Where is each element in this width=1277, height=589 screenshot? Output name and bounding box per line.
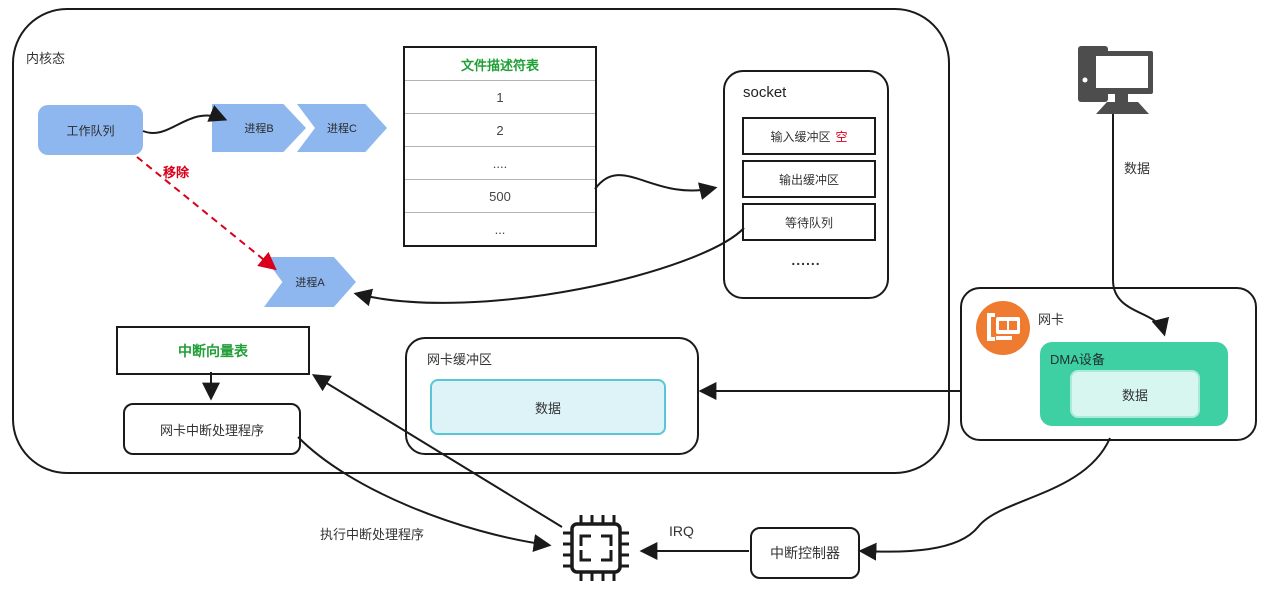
socket-input-buffer: 输入缓冲区 空 xyxy=(742,117,876,155)
nic-interrupt-handler-node: 网卡中断处理程序 xyxy=(123,403,301,455)
fd-table-row: ... xyxy=(405,212,595,245)
computer-data-label: 数据 xyxy=(1124,161,1151,176)
remove-label: 移除 xyxy=(163,165,190,180)
dma-device-label: DMA设备 xyxy=(1050,352,1105,367)
irq-label: IRQ xyxy=(669,523,694,539)
kernel-mode-label: 内核态 xyxy=(26,51,66,66)
cpu-chip-icon xyxy=(563,515,629,581)
execute-handler-label: 执行中断处理程序 xyxy=(320,527,425,542)
fd-table-title: 文件描述符表 xyxy=(460,57,539,73)
socket-output-buffer: 输出缓冲区 xyxy=(742,160,876,198)
socket-title: socket xyxy=(743,84,787,101)
interrupt-controller-node: 中断控制器 xyxy=(750,527,860,579)
nic-buffer-container: 网卡缓冲区 数据 xyxy=(405,337,699,455)
socket-wait-queue: 等待队列 xyxy=(742,203,876,241)
fd-table-row: 1 xyxy=(405,80,595,113)
file-descriptor-table: 文件描述符表 1 2 .... 500 ... xyxy=(403,46,597,247)
work-queue-node: 工作队列 xyxy=(38,105,143,155)
nic-title: 网卡 xyxy=(1038,312,1065,327)
fd-table-row: 2 xyxy=(405,113,595,146)
computer-icon xyxy=(1078,46,1153,114)
interrupt-vector-table-node: 中断向量表 xyxy=(116,326,310,375)
process-b-node: 进程B xyxy=(212,104,306,152)
fd-table-row: 500 xyxy=(405,179,595,212)
socket-container: socket 输入缓冲区 空 输出缓冲区 等待队列 ...... xyxy=(723,70,889,299)
socket-ellipsis: ...... xyxy=(791,252,821,268)
nic-container: 网卡 DMA设备 数据 xyxy=(960,287,1257,441)
fd-table-row: .... xyxy=(405,146,595,179)
dma-data-node: 数据 xyxy=(1070,370,1200,418)
input-buffer-status: 空 xyxy=(835,129,848,144)
nic-buffer-title: 网卡缓冲区 xyxy=(427,352,493,367)
nic-buffer-data-node: 数据 xyxy=(430,379,666,435)
dma-device-node: DMA设备 数据 xyxy=(1040,342,1228,426)
input-buffer-label: 输入缓冲区 xyxy=(770,129,831,144)
nic-card-icon xyxy=(976,301,1030,355)
